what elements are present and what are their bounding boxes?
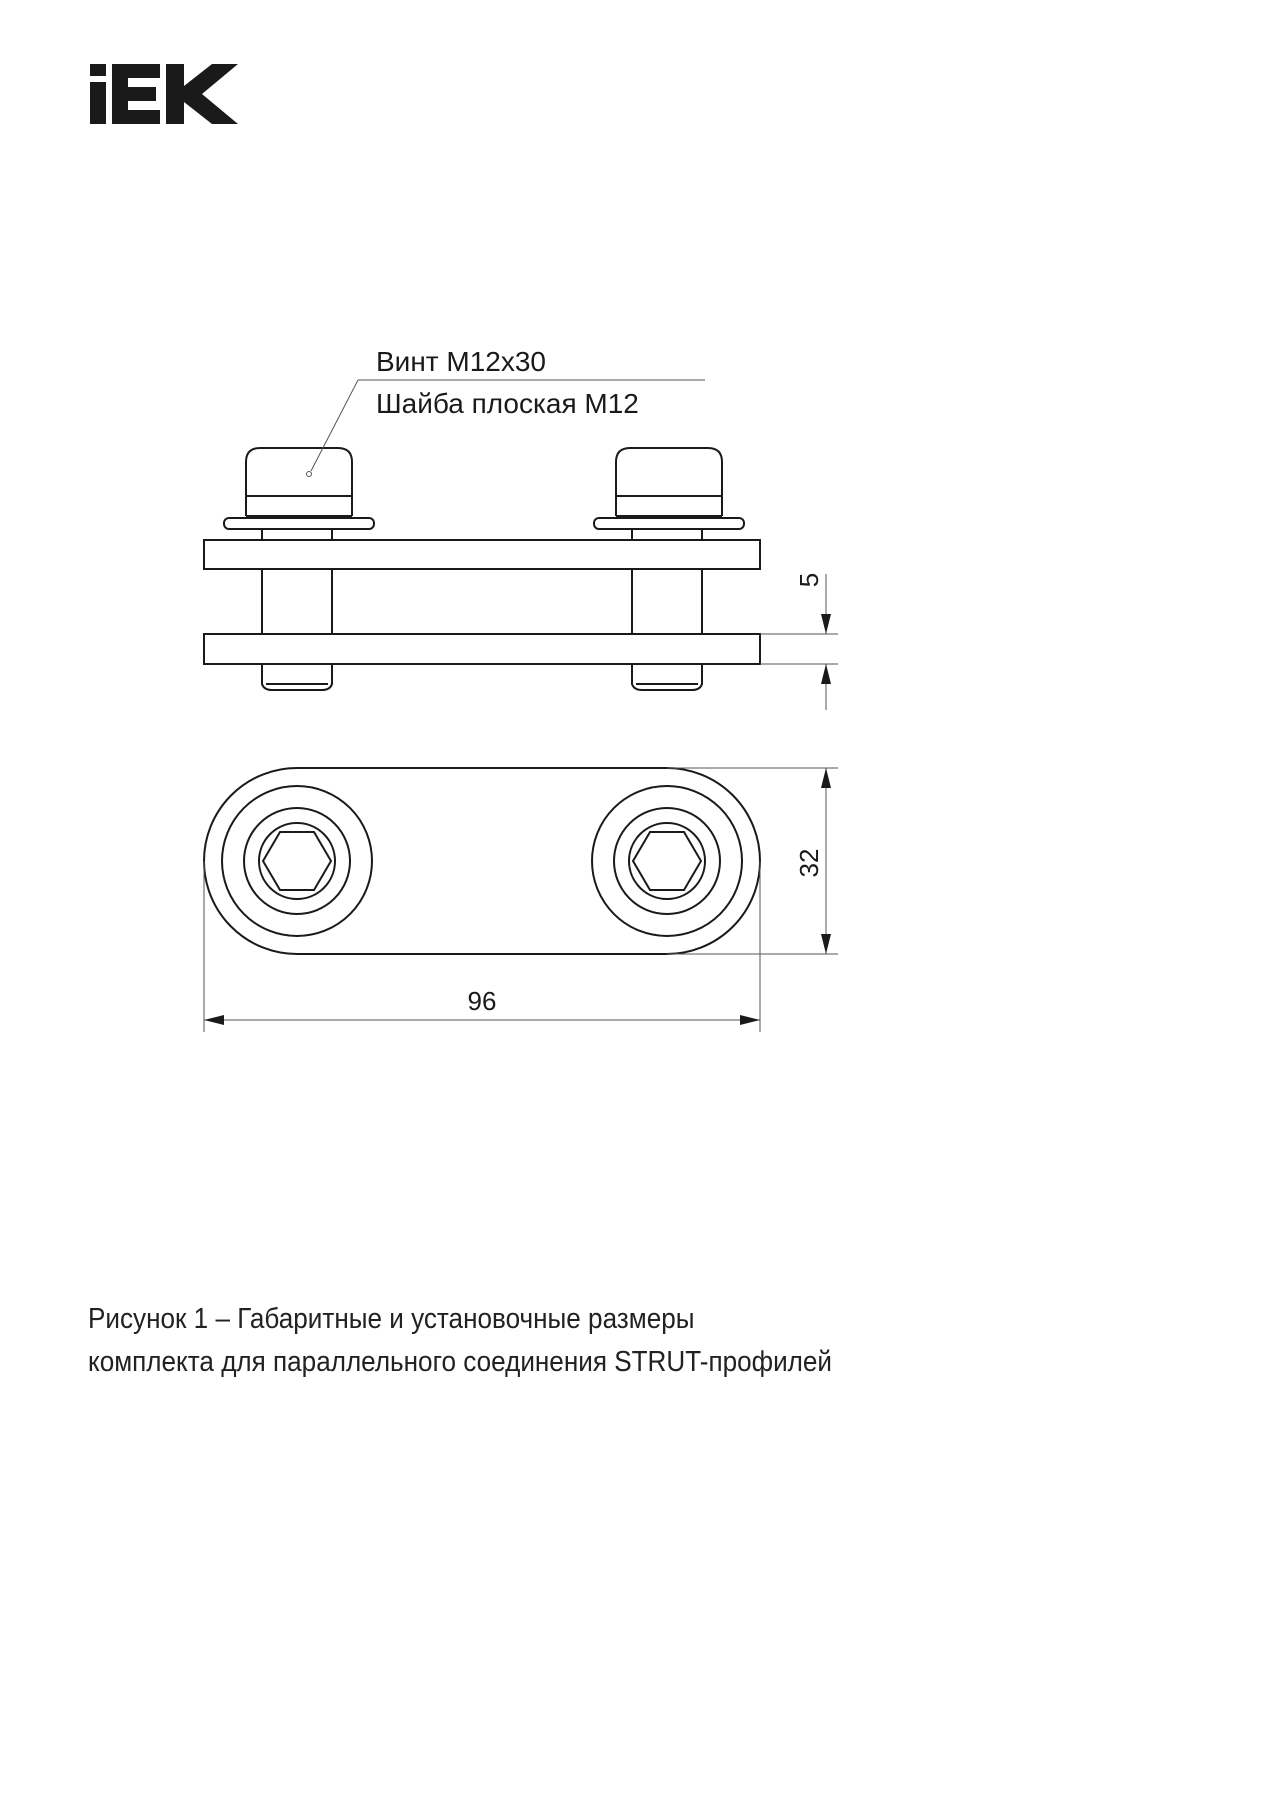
bolt-head-right — [615, 447, 723, 517]
washer-right — [593, 517, 745, 530]
bottom-plate — [203, 633, 761, 665]
callout-washer-label: Шайба плоская М12 — [376, 388, 639, 419]
bolt-head-left — [245, 447, 353, 517]
bolt-end-left — [261, 664, 333, 691]
washer-left — [223, 517, 375, 530]
bolt-end-right — [631, 664, 703, 691]
top-plate — [203, 539, 761, 570]
plate-outline — [203, 767, 761, 955]
top-view — [203, 767, 761, 955]
callout-screw-label: Винт М12х30 — [376, 346, 546, 377]
dimension-length: 96 — [203, 861, 761, 1032]
callout: Винт М12х30 Шайба плоская М12 — [306, 346, 705, 477]
fastener-left — [221, 785, 373, 937]
fastener-right — [591, 785, 743, 937]
figure-caption: Рисунок 1 – Габаритные и установочные ра… — [88, 1298, 1078, 1384]
width-value: 32 — [794, 849, 824, 878]
caption-line-2: комплекта для параллельного соединения S… — [88, 1346, 832, 1378]
length-value: 96 — [468, 986, 497, 1016]
dimension-thickness: 5 — [760, 573, 838, 710]
caption-line-1: Рисунок 1 – Габаритные и установочные ра… — [88, 1303, 695, 1335]
dimension-width: 32 — [667, 767, 838, 955]
side-view — [203, 447, 761, 691]
thickness-value: 5 — [794, 573, 824, 587]
iek-logo — [90, 64, 238, 124]
